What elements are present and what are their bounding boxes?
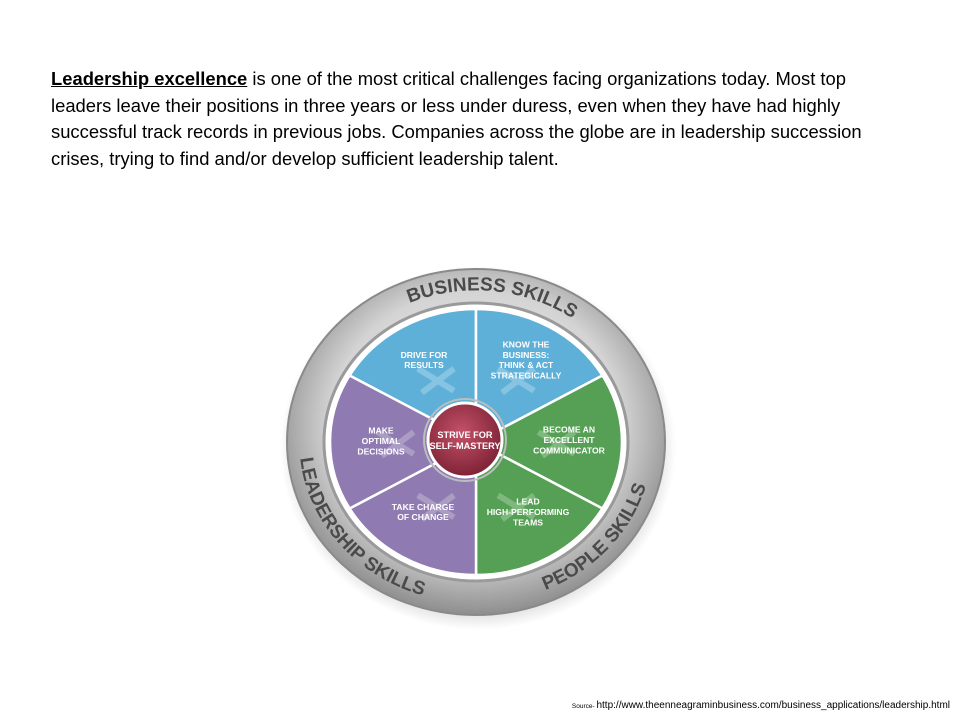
source-citation: Source- http://www.theenneagraminbusines…: [572, 700, 950, 711]
segment-decoration: [416, 366, 456, 396]
center-hub: [426, 401, 504, 479]
segment-decoration: [536, 429, 577, 459]
segment-decoration: [496, 492, 536, 522]
segment-become-an-excellent-communicator: [473, 373, 624, 511]
source-url[interactable]: http://www.theenneagraminbusiness.com/bu…: [596, 700, 950, 711]
segment-know-the-business-think-act-strategically: [474, 307, 605, 445]
segment-decoration: [496, 366, 536, 396]
intro-paragraph: Leadership excellence is one of the most…: [51, 66, 911, 172]
source-prefix: Source-: [571, 703, 597, 710]
segment-make-optimal-decisions: [328, 373, 479, 511]
segment-decoration: [416, 492, 456, 522]
intro-text: is one of the most critical challenges f…: [51, 68, 862, 169]
leadership-excellence-term: Leadership excellence: [51, 68, 248, 89]
segment-decoration: [376, 429, 416, 459]
segment-lead-high-performing-teams: [474, 439, 605, 577]
